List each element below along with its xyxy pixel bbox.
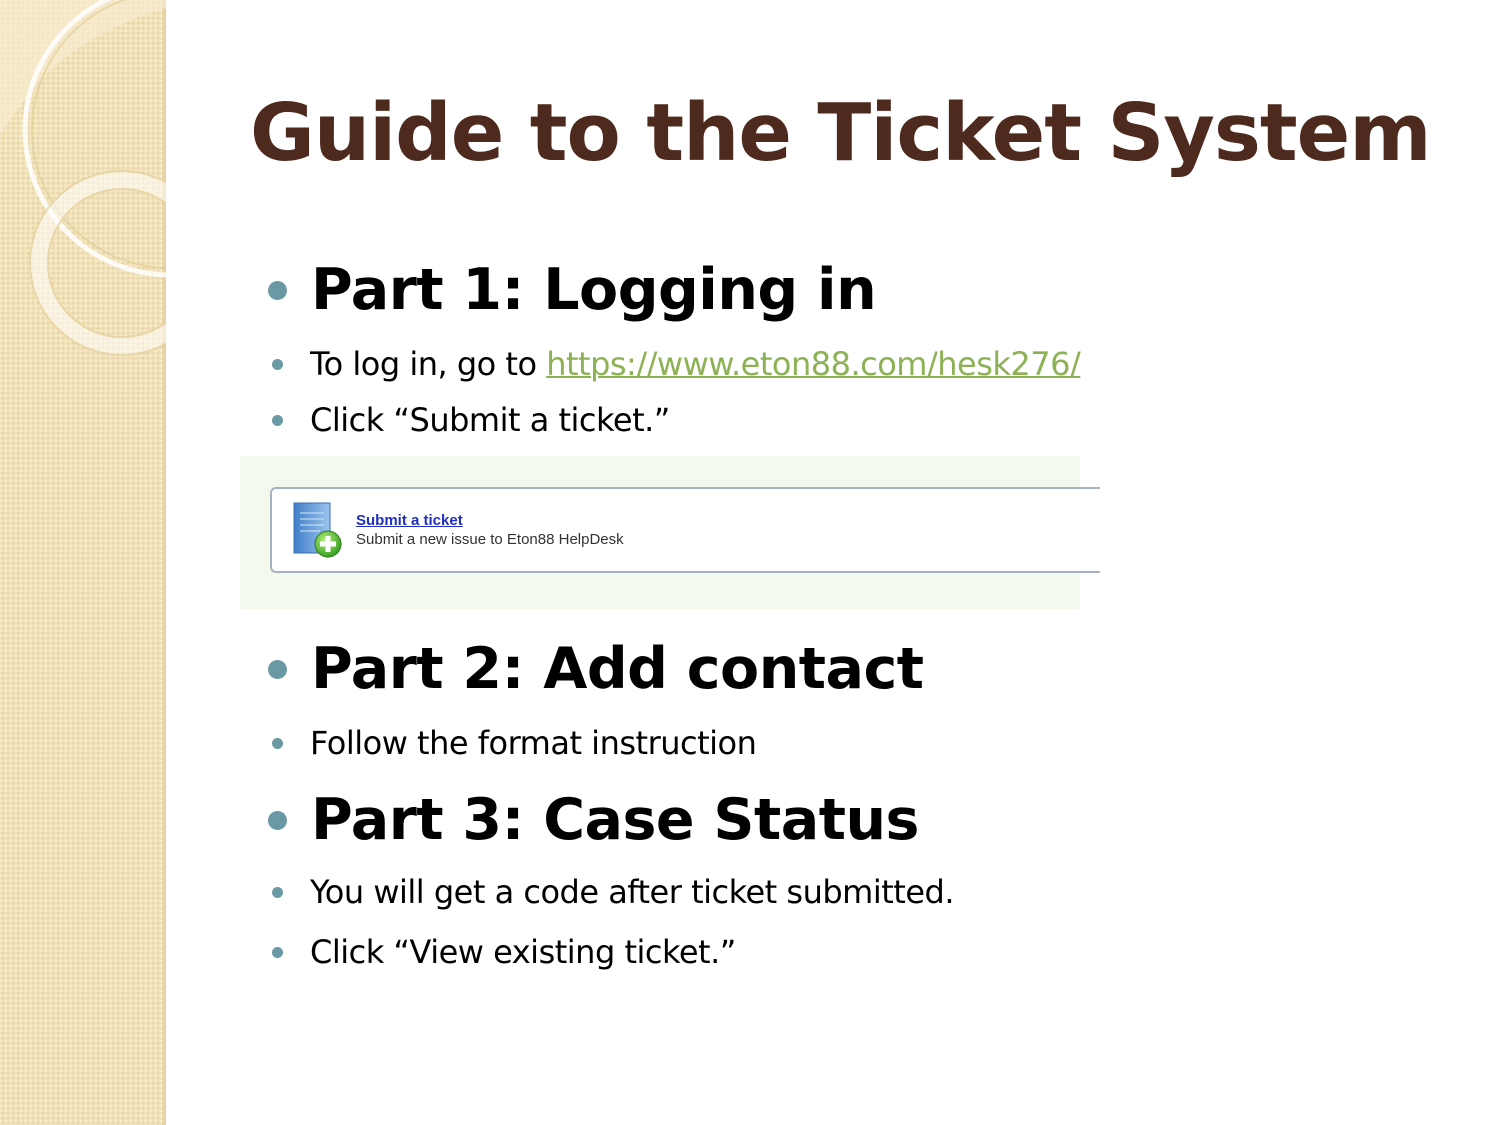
format-instruction: Follow the format instruction bbox=[310, 724, 757, 762]
part3-bullet-code: You will get a code after ticket submitt… bbox=[268, 876, 954, 908]
part1-bullet-login: To log in, go to https://www.eton88.com/… bbox=[268, 345, 1081, 383]
bullet-icon bbox=[268, 660, 287, 679]
submit-ticket-screenshot: Submit a ticket Submit a new issue to Et… bbox=[240, 456, 1100, 609]
part2-bullet-format: Follow the format instruction bbox=[268, 724, 757, 762]
bullet-icon bbox=[268, 811, 287, 830]
submit-ticket-card: Submit a ticket Submit a new issue to Et… bbox=[270, 487, 1100, 573]
part3-heading: Part 3: Case Status bbox=[311, 787, 919, 853]
bullet-icon bbox=[272, 358, 283, 370]
submit-ticket-description: Submit a new issue to Eton88 HelpDesk bbox=[356, 531, 624, 548]
part1-heading-item: Part 1: Logging in bbox=[268, 257, 877, 323]
decorative-rings bbox=[0, 0, 166, 356]
login-instruction: To log in, go to https://www.eton88.com/… bbox=[310, 345, 1081, 383]
decorative-side-band bbox=[0, 0, 166, 1125]
submit-ticket-link[interactable]: Submit a ticket bbox=[356, 512, 463, 529]
submit-instruction: Click “Submit a ticket.” bbox=[310, 401, 670, 439]
code-instruction: You will get a code after ticket submitt… bbox=[310, 873, 954, 911]
part2-heading: Part 2: Add contact bbox=[311, 636, 924, 702]
helpdesk-url-link[interactable]: https://www.eton88.com/hesk276/ bbox=[546, 345, 1081, 383]
part1-bullet-submit: Click “Submit a ticket.” bbox=[268, 404, 670, 436]
bullet-icon bbox=[272, 886, 283, 898]
bullet-icon bbox=[272, 946, 283, 958]
view-ticket-instruction: Click “View existing ticket.” bbox=[310, 933, 736, 971]
part1-heading: Part 1: Logging in bbox=[311, 257, 877, 323]
part3-heading-item: Part 3: Case Status bbox=[268, 792, 919, 849]
part3-bullet-view: Click “View existing ticket.” bbox=[268, 936, 736, 968]
document-add-icon bbox=[293, 502, 342, 558]
part2-heading-item: Part 2: Add contact bbox=[268, 641, 924, 698]
bullet-icon bbox=[272, 414, 283, 426]
login-instruction-prefix: To log in, go to bbox=[310, 345, 547, 383]
bullet-icon bbox=[272, 737, 283, 749]
slide-title: Guide to the Ticket System bbox=[250, 87, 1432, 179]
bullet-icon bbox=[268, 281, 287, 300]
